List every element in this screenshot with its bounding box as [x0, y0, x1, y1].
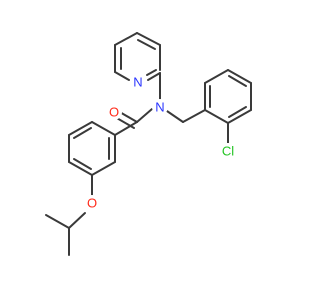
bond [114, 121, 138, 136]
bond [68, 161, 93, 176]
bonds [45, 32, 252, 256]
bond [227, 69, 252, 84]
carbonyl-oxygen-label: O [109, 105, 119, 120]
atom-labels: N N O Cl O [84, 74, 238, 211]
bond [68, 121, 93, 136]
bond [45, 214, 70, 229]
bond [114, 32, 138, 46]
chlorine-label: Cl [222, 144, 234, 159]
bond [137, 39, 156, 50]
molecule-structure: N N O Cl O [45, 32, 252, 256]
bond [68, 212, 86, 229]
bond [136, 108, 153, 123]
ether-oxygen-label: O [87, 196, 97, 211]
bond [136, 32, 161, 46]
bond [228, 75, 247, 87]
bond [182, 109, 206, 123]
bond [204, 109, 229, 124]
bond [91, 121, 116, 136]
bond [227, 109, 252, 124]
bond [114, 71, 130, 81]
bond [146, 69, 157, 76]
bond [73, 158, 92, 170]
bond [228, 106, 247, 118]
bond [163, 108, 184, 123]
amide-nitrogen-label: N [155, 100, 164, 115]
atom-mask [152, 99, 168, 115]
atom-mask [130, 74, 146, 90]
atom-mask [84, 195, 100, 211]
bond [147, 72, 161, 81]
atom-mask [218, 143, 238, 159]
pyridine-nitrogen-label: N [133, 75, 142, 90]
bond [204, 69, 229, 84]
bond [73, 127, 92, 139]
bond [91, 161, 116, 176]
atom-mask [106, 104, 122, 120]
